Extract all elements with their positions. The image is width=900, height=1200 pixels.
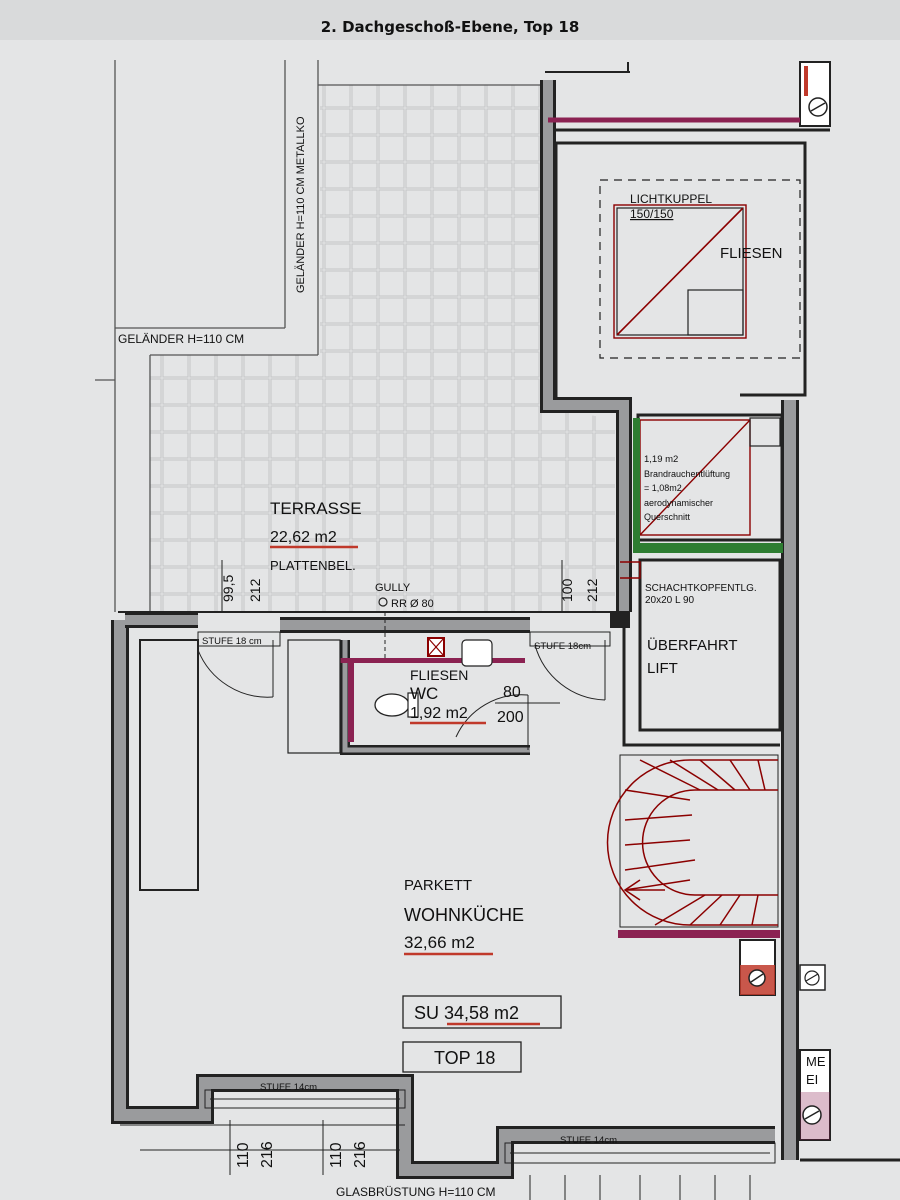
railing-metal-label: GELÄNDER H=110 CM METALLKO	[295, 116, 307, 293]
terrace-doors	[197, 631, 611, 701]
smoke-line1: Brandrauchentlüftung	[644, 469, 730, 479]
door-right-width: 100	[559, 578, 575, 602]
unit-box	[402, 1041, 522, 1073]
smoke-area: 1,19 m2	[644, 454, 678, 465]
door-left-height: 212	[247, 578, 263, 602]
wc-floor: FLIESEN	[410, 667, 468, 683]
lower-right-wall	[799, 1049, 900, 1162]
edge-fragment-1: ME	[806, 1054, 826, 1069]
skylight-floor: FLIESEN	[720, 245, 783, 262]
step-left: STUFE 18 cm	[202, 636, 262, 647]
edge-fragment-2: EI	[806, 1072, 818, 1087]
gully-label: GULLY	[375, 582, 411, 594]
shaft-small	[739, 939, 826, 996]
unit-label: TOP 18	[434, 1048, 495, 1068]
smoke-vent-room	[633, 413, 784, 553]
terrace-floor: PLATTENBEL.	[270, 558, 356, 573]
glass-railing: GLASBRÜSTUNG H=110 CM	[336, 1185, 496, 1199]
dimension-ticks	[140, 1120, 400, 1175]
building-walls	[540, 80, 830, 1160]
wc-door-height: 200	[497, 709, 524, 726]
lift-line2: LIFT	[647, 660, 678, 677]
door-right-height: 212	[584, 578, 600, 602]
railing-left-label: GELÄNDER H=110 CM	[118, 332, 244, 346]
window1-height: 216	[259, 1141, 276, 1168]
wc-door-width: 80	[503, 684, 521, 701]
upper-right-wall	[799, 61, 831, 127]
step-bottom-1: STUFE 14cm	[260, 1082, 317, 1093]
staircase	[606, 754, 780, 938]
smoke-line3: aerodynamischer	[644, 498, 713, 508]
bottom-windows	[120, 1089, 776, 1164]
terrace-railing	[95, 60, 540, 612]
window1-width: 110	[235, 1142, 252, 1168]
terrace-tiles	[150, 85, 615, 612]
window2-width: 110	[328, 1142, 345, 1168]
upper-fragment	[545, 62, 630, 73]
smoke-line2: = 1,08m2	[644, 483, 682, 493]
skylight	[599, 179, 801, 359]
step-right: STUFE 18cm	[534, 641, 591, 652]
door-left-width: 99,5	[220, 575, 236, 602]
skylight-title: LICHTKUPPEL	[630, 192, 712, 206]
su-area-box	[402, 995, 562, 1029]
main-floor: PARKETT	[404, 877, 472, 894]
window2-height: 216	[352, 1141, 369, 1168]
shaft-head: SCHACHTKOPFENTLG.	[645, 583, 757, 594]
wc-area: 1,92 m2	[410, 705, 468, 722]
wc-room	[287, 612, 530, 755]
shaft-size: 20x20 L 90	[645, 595, 695, 606]
terrace-area: 22,62 m2	[270, 529, 337, 546]
lift-overrun	[620, 558, 782, 732]
lift-line1: ÜBERFAHRT	[647, 636, 738, 654]
terrace-name: TERRASSE	[270, 499, 362, 518]
bottom-dimension-marks	[529, 1175, 751, 1200]
step-bottom-2: STUFE 14cm	[560, 1135, 617, 1146]
page-title: 2. Dachgeschoß-Ebene, Top 18	[320, 18, 580, 36]
gully-icon	[378, 597, 388, 607]
main-area: 32,66 m2	[404, 933, 475, 952]
wc-name: WC	[410, 684, 438, 703]
gully-pipe: RR Ø 80	[391, 598, 434, 610]
main-name: WOHNKÜCHE	[404, 905, 524, 925]
skylight-size: 150/150	[630, 207, 674, 221]
su-area: SU 34,58 m2	[414, 1003, 519, 1023]
smoke-line4: Querschnitt	[644, 512, 691, 522]
